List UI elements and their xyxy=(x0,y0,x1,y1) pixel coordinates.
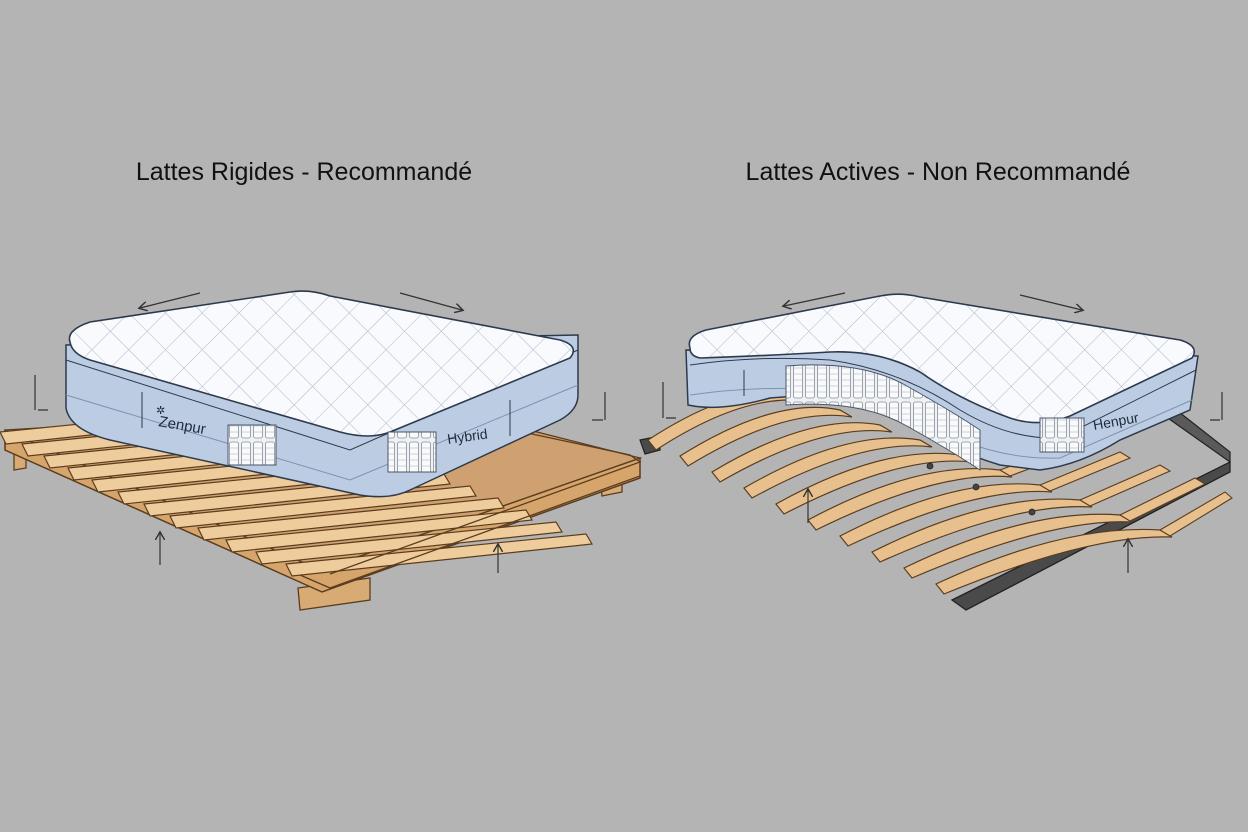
arrow-icon xyxy=(399,292,462,310)
right-mattress xyxy=(685,293,1199,471)
dimension-mark-icon xyxy=(662,382,676,419)
active-slat-base xyxy=(639,391,1233,611)
dimension-mark-icon xyxy=(1210,392,1223,421)
spring-window-icon xyxy=(387,431,437,473)
arrow-icon xyxy=(140,292,201,308)
dimension-mark-icon xyxy=(592,392,606,421)
left-arrows xyxy=(34,292,606,573)
spring-window-icon xyxy=(1039,417,1085,453)
right-mattress-brand: Henpur xyxy=(1092,409,1140,433)
dimension-mark-icon xyxy=(34,375,48,411)
spring-window-icon xyxy=(785,364,981,471)
title-active-slats: Lattes Actives - Non Recommandé xyxy=(745,158,1131,186)
left-mattress-type: Hybrid xyxy=(446,425,488,446)
spring-window-icon xyxy=(227,424,277,466)
right-arrows xyxy=(662,292,1223,573)
brand-logo-icon: ✲ xyxy=(156,405,165,417)
left-mattress xyxy=(65,290,579,498)
arrow-icon xyxy=(1019,294,1082,310)
arrow-icon xyxy=(784,292,846,306)
title-rigid-slats: Lattes Rigides - Recommandé xyxy=(135,158,473,186)
